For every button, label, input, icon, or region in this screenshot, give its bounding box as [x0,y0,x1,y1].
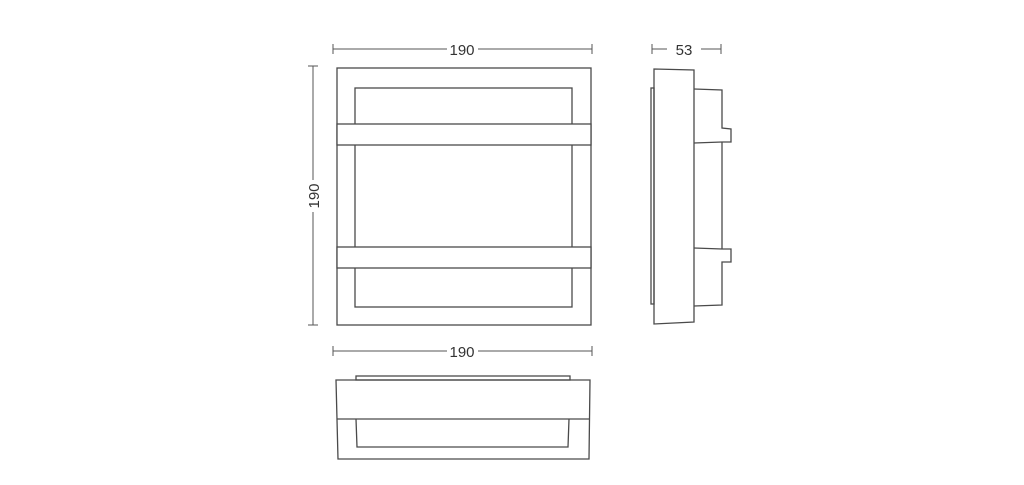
front-inner-window [354,87,573,308]
front-view [336,67,592,326]
front-upper-bar [336,123,592,146]
dimension-front-height: 190 [306,65,323,326]
dimension-label: 190 [449,344,474,361]
dimension-label: 190 [449,42,474,59]
bottom-view: 190 [332,344,593,460]
dimension-label: 53 [676,42,693,59]
side-back-lower [693,247,732,307]
side-view: 53 [650,42,732,325]
side-back-upper [693,88,732,144]
bottom-inner-window [355,418,570,448]
front-lower-bar [336,246,592,269]
bottom-body [335,379,591,460]
front-outer-frame [336,67,592,326]
dimension-label: 190 [306,183,323,208]
side-body [653,68,695,325]
dimension-front-width: 190 [332,42,593,59]
